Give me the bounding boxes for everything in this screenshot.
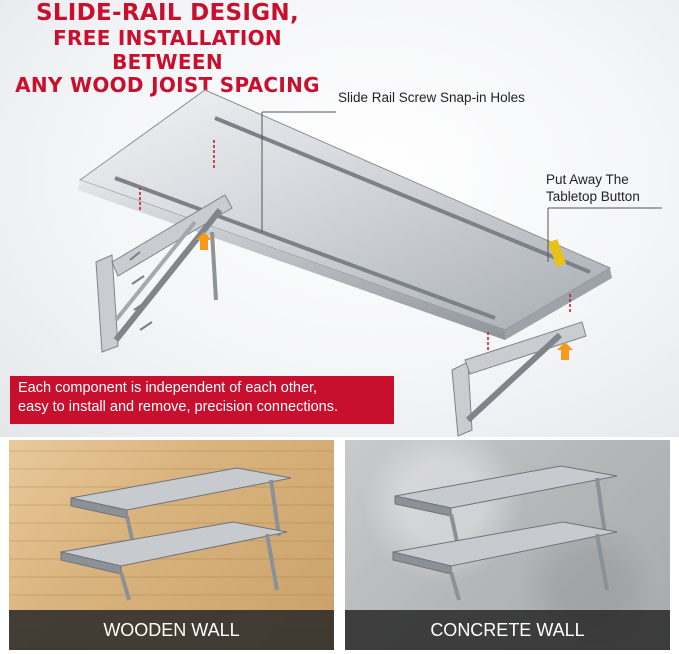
concrete-wall-caption: CONCRETE WALL [345, 610, 670, 650]
callout-tabletop-button: Put Away The Tabletop Button [546, 172, 676, 206]
concrete-wall-panel: CONCRETE WALL [345, 440, 670, 650]
concrete-wall-shelves [392, 465, 618, 601]
shelf-lower [60, 521, 288, 601]
banner-line-1: Each component is independent of each ot… [18, 380, 318, 396]
screws-left [129, 251, 153, 331]
shelf-side-edge [505, 268, 612, 340]
slide-rail-right [214, 116, 591, 274]
shelf-upper [394, 465, 618, 543]
slide-rail-left [114, 176, 496, 320]
shelf-upper [70, 467, 292, 545]
headline-line-2: FREE INSTALLATION BETWEEN [53, 26, 282, 74]
brand-tag [547, 239, 567, 267]
banner-line-2: easy to install and remove, precision co… [18, 399, 338, 416]
headline-line-1: SLIDE-RAIL DESIGN, [35, 0, 300, 26]
callout-button-line-1: Put Away The [546, 172, 629, 187]
shelf-lower [392, 521, 618, 601]
wooden-wall-panel: WOODEN WALL [9, 440, 334, 650]
feature-banner: Each component is independent of each ot… [10, 376, 394, 424]
orange-arrows [196, 232, 573, 360]
headline: SLIDE-RAIL DESIGN, FREE INSTALLATION BET… [0, 0, 335, 98]
headline-line-3: ANY WOOD JOIST SPACING [15, 73, 320, 98]
red-arrows [139, 140, 571, 350]
callout-rail-holes: Slide Rail Screw Snap-in Holes [338, 90, 525, 105]
right-bracket [451, 321, 587, 437]
screwdriver-bit [210, 231, 218, 301]
wooden-wall-caption: WOODEN WALL [9, 610, 334, 650]
callout-button-line-2: Tabletop Button [546, 188, 640, 204]
left-bracket [95, 194, 233, 353]
wooden-wall-shelves [60, 467, 292, 601]
shelf-exploded-illustration [78, 89, 662, 437]
